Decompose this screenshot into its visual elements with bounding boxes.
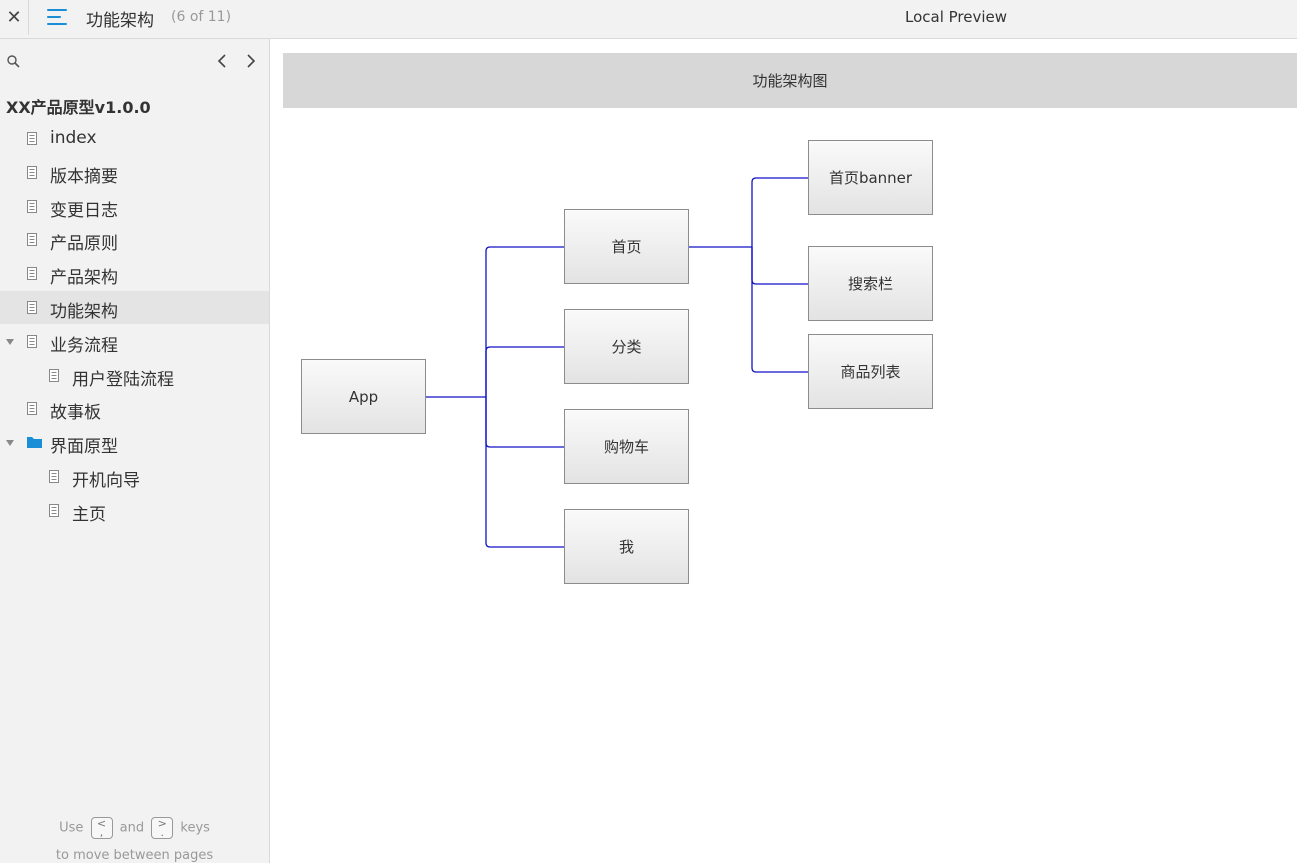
page-icon	[27, 301, 37, 314]
app-title: Local Preview	[905, 8, 1008, 26]
top-bar: ✕ 功能架构 (6 of 11) Local Preview	[0, 0, 1297, 39]
sidebar-item-label: 产品架构	[50, 268, 118, 289]
diagram-connectors	[426, 177, 808, 548]
keyboard-hint: Use <, and >. keys	[0, 817, 269, 839]
project-title: XX产品原型v1.0.0	[6, 98, 151, 117]
node-cart: 购物车	[564, 409, 689, 484]
sidebar-item[interactable]: 开机向导	[0, 460, 269, 493]
hint-use: Use	[59, 820, 84, 836]
sidebar-item[interactable]: 用户登陆流程	[0, 359, 269, 392]
connector-home-search	[751, 247, 808, 285]
hint-and: and	[119, 820, 145, 836]
hint-keys: keys	[180, 820, 210, 836]
page-icon	[49, 503, 59, 517]
page-icon	[27, 165, 37, 179]
key-prev: <,	[90, 817, 113, 839]
diagram-header: 功能架构图	[283, 53, 1297, 108]
caret-down-icon[interactable]	[6, 440, 14, 447]
sidebar-item-label: index	[50, 128, 97, 148]
connector-home-banner	[751, 177, 808, 247]
close-button[interactable]: ✕	[0, 0, 29, 35]
node-me: 我	[564, 509, 689, 584]
search-icon[interactable]	[7, 55, 20, 68]
connector-app-category	[485, 346, 564, 397]
node-product-list: 商品列表	[808, 334, 933, 409]
sidebar-item-label: 产品原则	[50, 234, 118, 255]
main-content: 功能架构图 App 首页 分类 购物车 我 首页banner 搜索栏 商品列表	[270, 39, 1297, 863]
node-category: 分类	[564, 309, 689, 384]
sidebar-item[interactable]: 版本摘要	[0, 156, 269, 189]
connector-app-cart	[485, 397, 564, 448]
node-home: 首页	[564, 209, 689, 284]
keyboard-hint-line2: to move between pages	[55, 848, 214, 863]
sidebar-item-label: 故事板	[50, 403, 101, 424]
sidebar-item[interactable]: 功能架构	[0, 291, 269, 324]
sidebar-item-label: 主页	[72, 504, 106, 525]
page-icon	[49, 470, 59, 483]
sidebar-item[interactable]: 界面原型	[0, 426, 269, 459]
key-next: >.	[151, 817, 174, 839]
node-app: App	[301, 359, 426, 434]
sidebar-item-label: 界面原型	[50, 437, 118, 458]
sidebar-item-label: 变更日志	[50, 200, 118, 221]
sidebar-item[interactable]: 业务流程	[0, 325, 269, 358]
page-icon	[49, 368, 59, 382]
sidebar-item[interactable]: 主页	[0, 494, 269, 527]
page-title: 功能架构	[86, 11, 154, 31]
page-icon	[27, 199, 37, 213]
connector-app-home	[485, 246, 564, 397]
node-search: 搜索栏	[808, 246, 933, 321]
page-icon	[27, 402, 37, 416]
sidebar-item[interactable]: 产品架构	[0, 257, 269, 290]
folder-icon	[27, 437, 42, 449]
chevron-right-icon[interactable]	[244, 51, 258, 71]
page-icon	[27, 334, 37, 348]
page-count: (6 of 11)	[171, 9, 232, 25]
page-icon	[27, 267, 37, 281]
page-icon	[27, 132, 37, 145]
sidebar: XX产品原型v1.0.0 index 版本摘要变更日志产品原则产品架构功能架构业务…	[0, 39, 270, 863]
sidebar-item[interactable]: index	[0, 122, 269, 155]
connector-home-product-list	[751, 247, 808, 373]
sidebar-item-label: 业务流程	[50, 335, 118, 356]
connector-app-me	[485, 397, 564, 548]
sidebar-item[interactable]: 变更日志	[0, 190, 269, 223]
node-banner: 首页banner	[808, 140, 933, 215]
sidebar-item[interactable]: 产品原则	[0, 223, 269, 256]
menu-icon[interactable]	[47, 7, 69, 27]
sidebar-item[interactable]: 故事板	[0, 392, 269, 425]
caret-down-icon[interactable]	[6, 338, 14, 345]
close-icon: ✕	[6, 7, 22, 28]
sidebar-item-label: 用户登陆流程	[72, 369, 174, 390]
sidebar-item-label: 版本摘要	[50, 166, 118, 187]
chevron-left-icon[interactable]	[215, 51, 229, 71]
sidebar-item-label: 开机向导	[72, 471, 140, 491]
sidebar-item-label: 功能架构	[50, 302, 118, 322]
page-icon	[27, 233, 37, 247]
